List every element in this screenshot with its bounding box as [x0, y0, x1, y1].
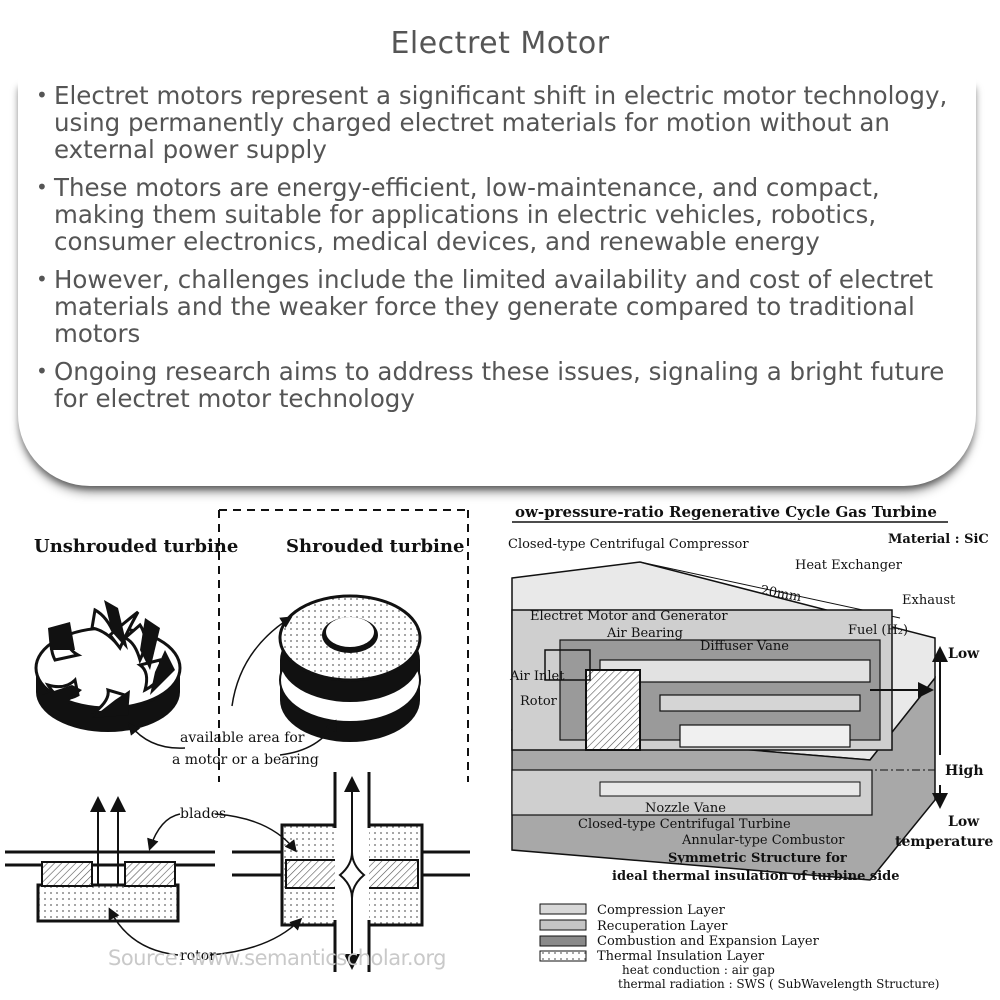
shrouded-label: Shrouded turbine	[286, 536, 464, 557]
available-area-label-1: available area for	[180, 730, 305, 746]
high-label: High	[945, 763, 984, 779]
exhaust-label: Exhaust	[902, 593, 956, 608]
left-turbine-diagram: Unshrouded turbine Shrouded turbine	[5, 509, 470, 972]
low-top-label: Low	[948, 646, 980, 662]
unshrouded-cross-section	[5, 796, 215, 923]
unshrouded-label: Unshrouded turbine	[34, 536, 238, 557]
nozzle-label: Nozzle Vane	[645, 801, 726, 816]
heat-exchanger-label: Heat Exchanger	[795, 558, 903, 573]
bullet-item: These motors are energy-efficient, low-m…	[36, 174, 966, 255]
material-label: Material : SiC	[888, 532, 989, 547]
right-figure-title: ow-pressure-ratio Regenerative Cycle Gas…	[515, 503, 937, 521]
legend-item: Combustion and Expansion Layer	[597, 934, 820, 949]
shrouded-cross-section	[232, 772, 470, 972]
rotor-label: rotor	[180, 948, 216, 964]
diffuser-label: Diffuser Vane	[700, 639, 789, 654]
page-title: Electret Motor	[390, 26, 610, 61]
turbine-label: Closed-type Centrifugal Turbine	[578, 817, 791, 832]
rotor-label-right: Rotor	[520, 694, 558, 709]
low-bottom-label: Low	[948, 814, 980, 830]
available-area-label-2: a motor or a bearing	[172, 752, 319, 768]
fuel-label: Fuel (H₂)	[848, 623, 908, 638]
electret-motor-label: Electret Motor and Generator	[530, 609, 728, 624]
legend-item: Thermal Insulation Layer	[597, 949, 765, 964]
symmetric-label-1: Symmetric Structure for	[668, 851, 847, 866]
heat-conduction-label: heat conduction : air gap	[622, 963, 775, 977]
air-inlet-label: Air Inlet	[509, 669, 565, 684]
bullet-item: Ongoing research aims to address these i…	[36, 358, 966, 412]
symmetric-label-2: ideal thermal insulation of turbine side	[612, 869, 900, 884]
legend-item: Compression Layer	[597, 903, 726, 918]
temperature-label: temperature	[895, 834, 993, 850]
bullet-item: However, challenges include the limited …	[36, 266, 966, 347]
unshrouded-turbine-icon	[34, 600, 182, 732]
bullet-list: Electret motors represent a significant …	[36, 82, 966, 423]
right-gas-turbine-diagram: ow-pressure-ratio Regenerative Cycle Gas…	[508, 503, 993, 991]
air-bearing-label: Air Bearing	[606, 626, 683, 641]
bullet-item: Electret motors represent a significant …	[36, 82, 966, 163]
shrouded-turbine-icon	[278, 594, 422, 742]
legend-item: Recuperation Layer	[597, 919, 728, 934]
source-credit: Source: www.semanticscholar.org	[108, 946, 446, 970]
combustor-label: Annular-type Combustor	[681, 833, 845, 848]
blades-label: blades	[180, 806, 226, 822]
layer-legend: Compression Layer Recuperation Layer Com…	[539, 903, 939, 991]
turbine-figure: Unshrouded turbine Shrouded turbine	[5, 503, 993, 991]
thermal-radiation-label: thermal radiation : SWS ( SubWavelength …	[618, 977, 939, 991]
compressor-label: Closed-type Centrifugal Compressor	[508, 537, 749, 552]
